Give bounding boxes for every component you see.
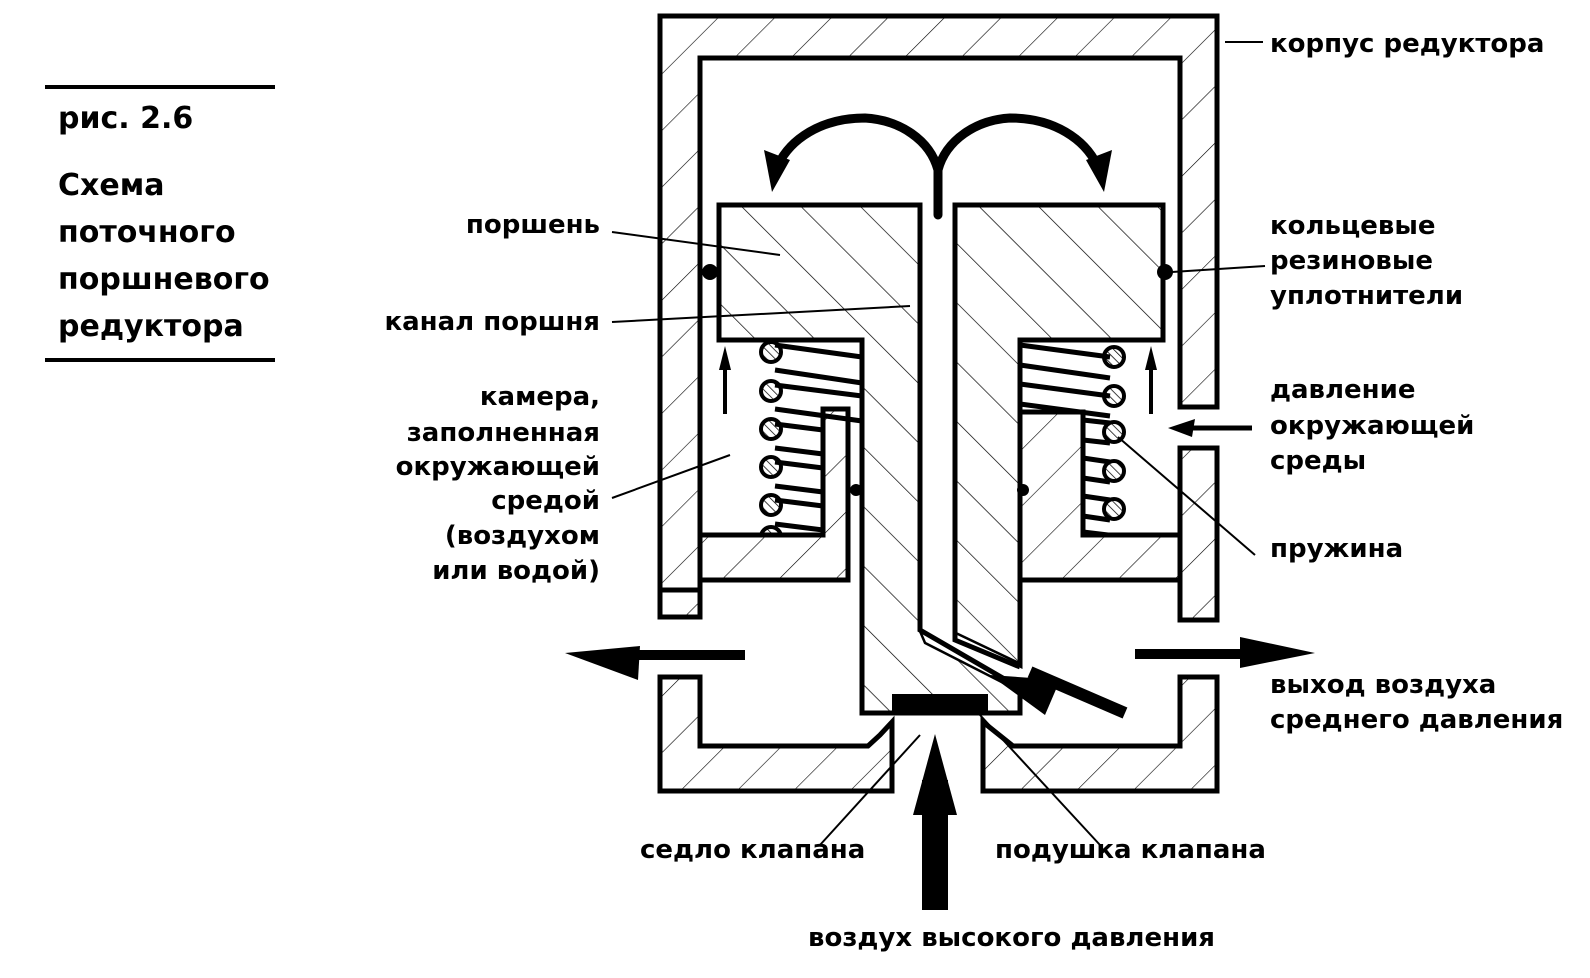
- figure-title-line: редуктора: [58, 309, 244, 344]
- label-outlet-line: выход воздуха: [1270, 670, 1496, 700]
- label-piston: поршень: [466, 210, 600, 240]
- label-spring: пружина: [1270, 534, 1403, 564]
- figure-number: рис. 2.6: [58, 101, 193, 136]
- label-o-rings-line: кольцевые: [1270, 211, 1436, 241]
- ambient-pressure-arrow: [1168, 419, 1252, 437]
- label-chamber-line: заполненная: [407, 418, 600, 448]
- valve-pad: [892, 694, 988, 714]
- label-o-rings-line: резиновые: [1270, 246, 1433, 276]
- spring-right: [1019, 342, 1126, 538]
- label-chamber-line: камера,: [480, 382, 600, 412]
- inflow-arrow-diagonal: [990, 666, 1128, 719]
- figure-title-line: поршневого: [58, 262, 270, 297]
- label-valve-pad: подушка клапана: [995, 835, 1266, 865]
- stem-seal-left: [850, 484, 862, 496]
- housing-left-mid: [657, 587, 703, 620]
- label-inlet: воздух высокого давления: [808, 923, 1215, 953]
- label-chamber-line: или водой): [432, 556, 600, 586]
- piston-channel: [920, 205, 1020, 690]
- channel-wall-right: [952, 205, 1021, 670]
- outlet-arrow-right: [1135, 637, 1315, 668]
- piston: [716, 202, 1166, 716]
- figure-title-line: поточного: [58, 215, 236, 250]
- housing-right-mid: [1177, 445, 1220, 623]
- label-chamber-line: средой: [491, 486, 600, 516]
- label-valve-seat: седло клапана: [640, 835, 865, 865]
- label-chamber-line: (воздухом: [445, 521, 600, 551]
- o-ring-left: [702, 264, 718, 280]
- chamber-right-floor: [1083, 448, 1183, 538]
- stem-seal-right: [1017, 484, 1029, 496]
- label-housing: корпус редуктора: [1270, 29, 1544, 59]
- label-piston-channel: канал поршня: [384, 307, 600, 337]
- spring-left: [759, 340, 863, 538]
- pressure-arrow-right: [1145, 346, 1157, 414]
- channel-wall-left: [917, 205, 1022, 691]
- label-ambient-line: окружающей: [1270, 411, 1474, 441]
- housing-bottom-left: [657, 674, 895, 794]
- inlet-arrow: [913, 734, 957, 910]
- label-chamber-line: окружающей: [396, 452, 600, 482]
- o-ring-right: [1157, 264, 1173, 280]
- label-ambient-line: давление: [1270, 375, 1416, 405]
- leader-lines: [611, 41, 1266, 846]
- label-o-rings-line: уплотнители: [1270, 281, 1463, 311]
- label-outlet-line: среднего давления: [1270, 705, 1563, 735]
- flow-arrows-top: [764, 113, 1112, 220]
- figure-title-line: Схема: [58, 168, 164, 203]
- chamber-left-wall: [697, 58, 823, 538]
- outlet-arrow-left: [565, 646, 745, 680]
- label-ambient-line: среды: [1270, 446, 1366, 476]
- pressure-arrow-left: [719, 346, 731, 414]
